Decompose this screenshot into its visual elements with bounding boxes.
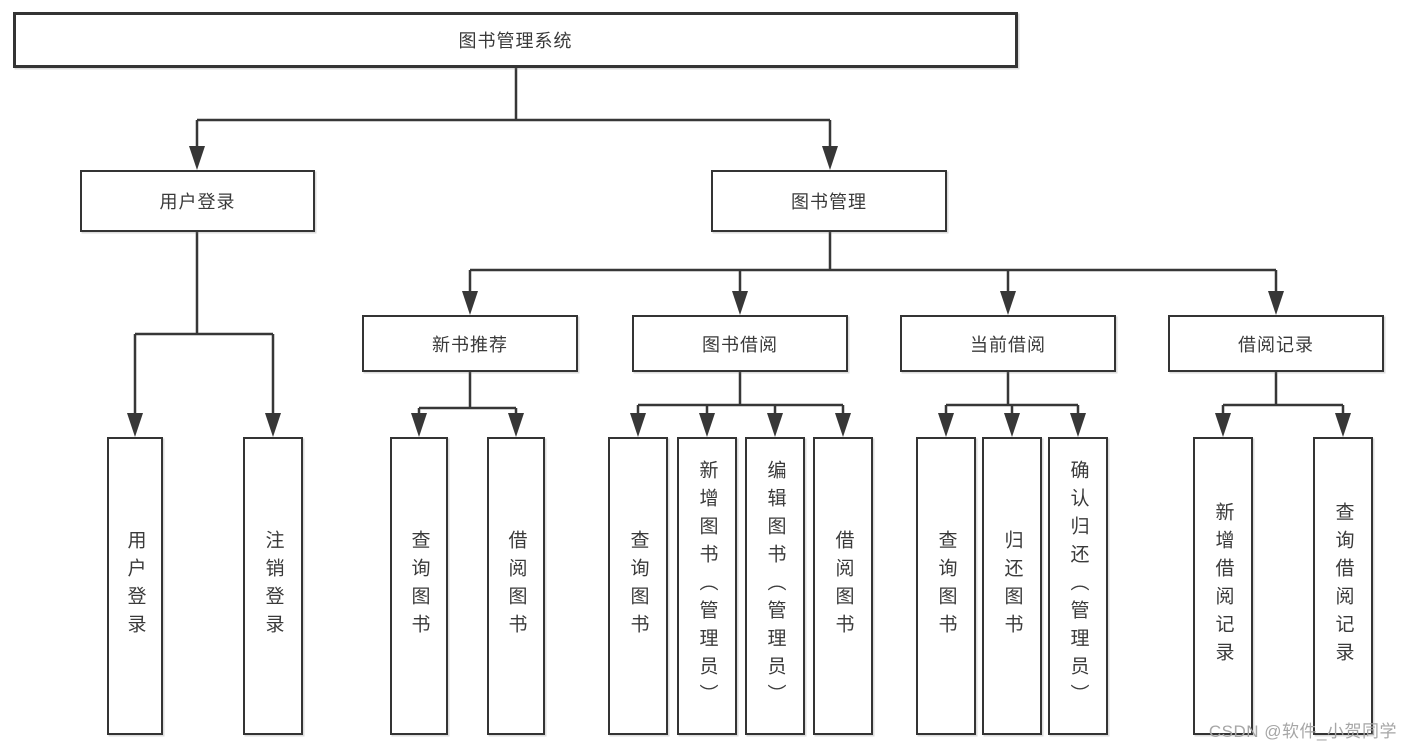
leaf-query-books-current: 查询图书 (916, 437, 976, 735)
leaf-label: 新增图书（管理员） (696, 460, 718, 712)
leaf-label: 确认归还（管理员） (1067, 460, 1089, 712)
leaf-query-borrow-record: 查询借阅记录 (1313, 437, 1373, 735)
arrow-down-icon (1070, 413, 1086, 437)
connector-borrowing-records-children (1215, 372, 1351, 437)
leaf-label: 编辑图书（管理员） (764, 460, 786, 712)
arrow-down-icon (822, 146, 838, 170)
leaf-label: 查询图书 (408, 530, 430, 642)
arrow-down-icon (265, 413, 281, 437)
arrow-down-icon (1004, 413, 1020, 437)
leaf-label: 借阅图书 (832, 530, 854, 642)
connector-new-book-recommendation-children (411, 372, 524, 437)
connector-book-borrowing-children (630, 372, 851, 437)
leaf-label: 注销登录 (262, 530, 284, 642)
arrow-down-icon (732, 291, 748, 315)
leaf-add-borrow-record: 新增借阅记录 (1193, 437, 1253, 735)
arrow-down-icon (1000, 291, 1016, 315)
leaf-label: 借阅图书 (505, 530, 527, 642)
leaf-label: 查询图书 (935, 530, 957, 642)
leaf-logout: 注销登录 (243, 437, 303, 735)
leaf-borrow-books-recommend: 借阅图书 (487, 437, 545, 735)
leaf-query-books-recommend: 查询图书 (390, 437, 448, 735)
node-borrowing-records: 借阅记录 (1168, 315, 1384, 372)
node-user-login: 用户登录 (80, 170, 315, 232)
leaf-add-book-admin: 新增图书（管理员） (677, 437, 737, 735)
arrow-down-icon (508, 413, 524, 437)
connector-current-borrowing-children (938, 372, 1086, 437)
leaf-label: 查询借阅记录 (1332, 502, 1354, 670)
node-label: 用户登录 (159, 192, 236, 212)
node-label: 图书管理系统 (458, 31, 573, 51)
leaf-label: 查询图书 (627, 530, 649, 642)
leaf-user-login: 用户登录 (107, 437, 163, 735)
arrow-down-icon (1335, 413, 1351, 437)
arrow-down-icon (462, 291, 478, 315)
csdn-watermark: CSDN @软件_小贺同学 (1208, 722, 1397, 741)
node-current-borrowing: 当前借阅 (900, 315, 1116, 372)
arrow-down-icon (1268, 291, 1284, 315)
connector-root-to-level2 (189, 68, 838, 170)
node-book-borrowing: 图书借阅 (632, 315, 848, 372)
node-label: 借阅记录 (1238, 334, 1314, 355)
node-label: 新书推荐 (432, 334, 508, 355)
arrow-down-icon (835, 413, 851, 437)
connector-book-management-sections (462, 232, 1284, 315)
leaf-label: 用户登录 (124, 530, 146, 642)
arrow-down-icon (411, 413, 427, 437)
node-book-management: 图书管理 (711, 170, 947, 232)
node-new-book-recommendation: 新书推荐 (362, 315, 578, 372)
arrow-down-icon (1215, 413, 1231, 437)
arrow-down-icon (767, 413, 783, 437)
leaf-query-books-borrow: 查询图书 (608, 437, 668, 735)
arrow-down-icon (189, 146, 205, 170)
leaf-label: 新增借阅记录 (1212, 502, 1234, 670)
node-label: 图书管理 (791, 192, 867, 212)
leaf-confirm-return-admin: 确认归还（管理员） (1048, 437, 1108, 735)
node-label: 当前借阅 (970, 334, 1046, 355)
leaf-edit-book-admin: 编辑图书（管理员） (745, 437, 805, 735)
arrow-down-icon (699, 413, 715, 437)
leaf-return-books: 归还图书 (982, 437, 1042, 735)
arrow-down-icon (630, 413, 646, 437)
node-label: 图书借阅 (702, 334, 778, 355)
node-library-management-system: 图书管理系统 (13, 12, 1018, 68)
arrow-down-icon (938, 413, 954, 437)
connector-user-login-children (127, 232, 281, 437)
leaf-label: 归还图书 (1001, 530, 1023, 642)
leaf-borrow-books: 借阅图书 (813, 437, 873, 735)
arrow-down-icon (127, 413, 143, 437)
